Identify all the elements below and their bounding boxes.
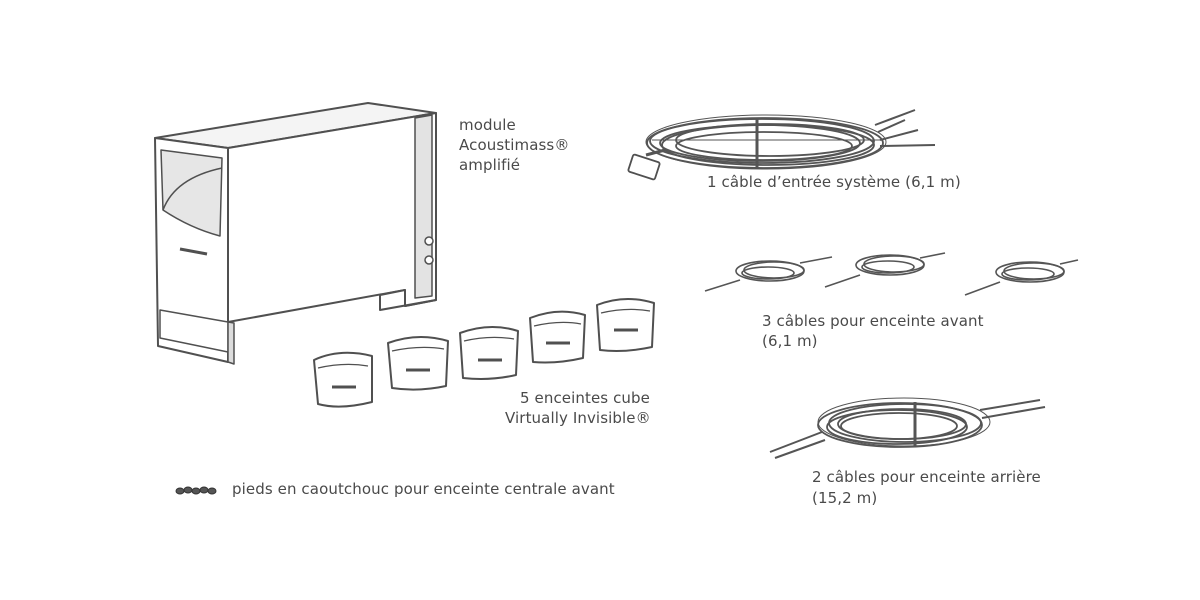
front-speaker-cable-3 (964, 259, 1079, 296)
cube-speaker-2 (387, 336, 449, 391)
module-label-line1: module (459, 116, 516, 134)
front-cables-label-line2: (6,1 m) (762, 332, 818, 350)
cube-speaker-5 (596, 298, 655, 352)
rear-cables-label-line1: 2 câbles pour enceinte arrière (812, 468, 1041, 486)
rear-cables-label-line2: (15,2 m) (812, 489, 878, 507)
cube-speaker-4 (529, 310, 586, 364)
front-speaker-cable-2 (824, 252, 946, 288)
feet-label: pieds en caoutchouc pour enceinte centra… (232, 480, 615, 498)
front-speaker-cable-1 (704, 256, 833, 292)
cube-speaker-3 (459, 326, 519, 380)
module-label-line3: amplifié (459, 156, 521, 174)
cube-speaker-1 (313, 351, 373, 408)
rubber-feet-drawing (175, 486, 217, 495)
cube-speakers-drawing (313, 298, 655, 408)
front-cables-label-line1: 3 câbles pour enceinte avant (762, 312, 984, 330)
system-input-cable-drawing (627, 109, 936, 181)
cubes-label-line1: 5 enceintes cube (520, 389, 650, 407)
input-cable-label: 1 câble d’entrée système (6,1 m) (707, 173, 961, 191)
module-label-line2: Acoustimass® (459, 136, 570, 154)
cubes-label-line2: Virtually Invisible® (505, 409, 651, 427)
acoustimass-module-drawing (154, 102, 437, 365)
front-speaker-cables-drawing (704, 252, 1079, 296)
rear-speaker-cables-drawing (769, 397, 1046, 459)
